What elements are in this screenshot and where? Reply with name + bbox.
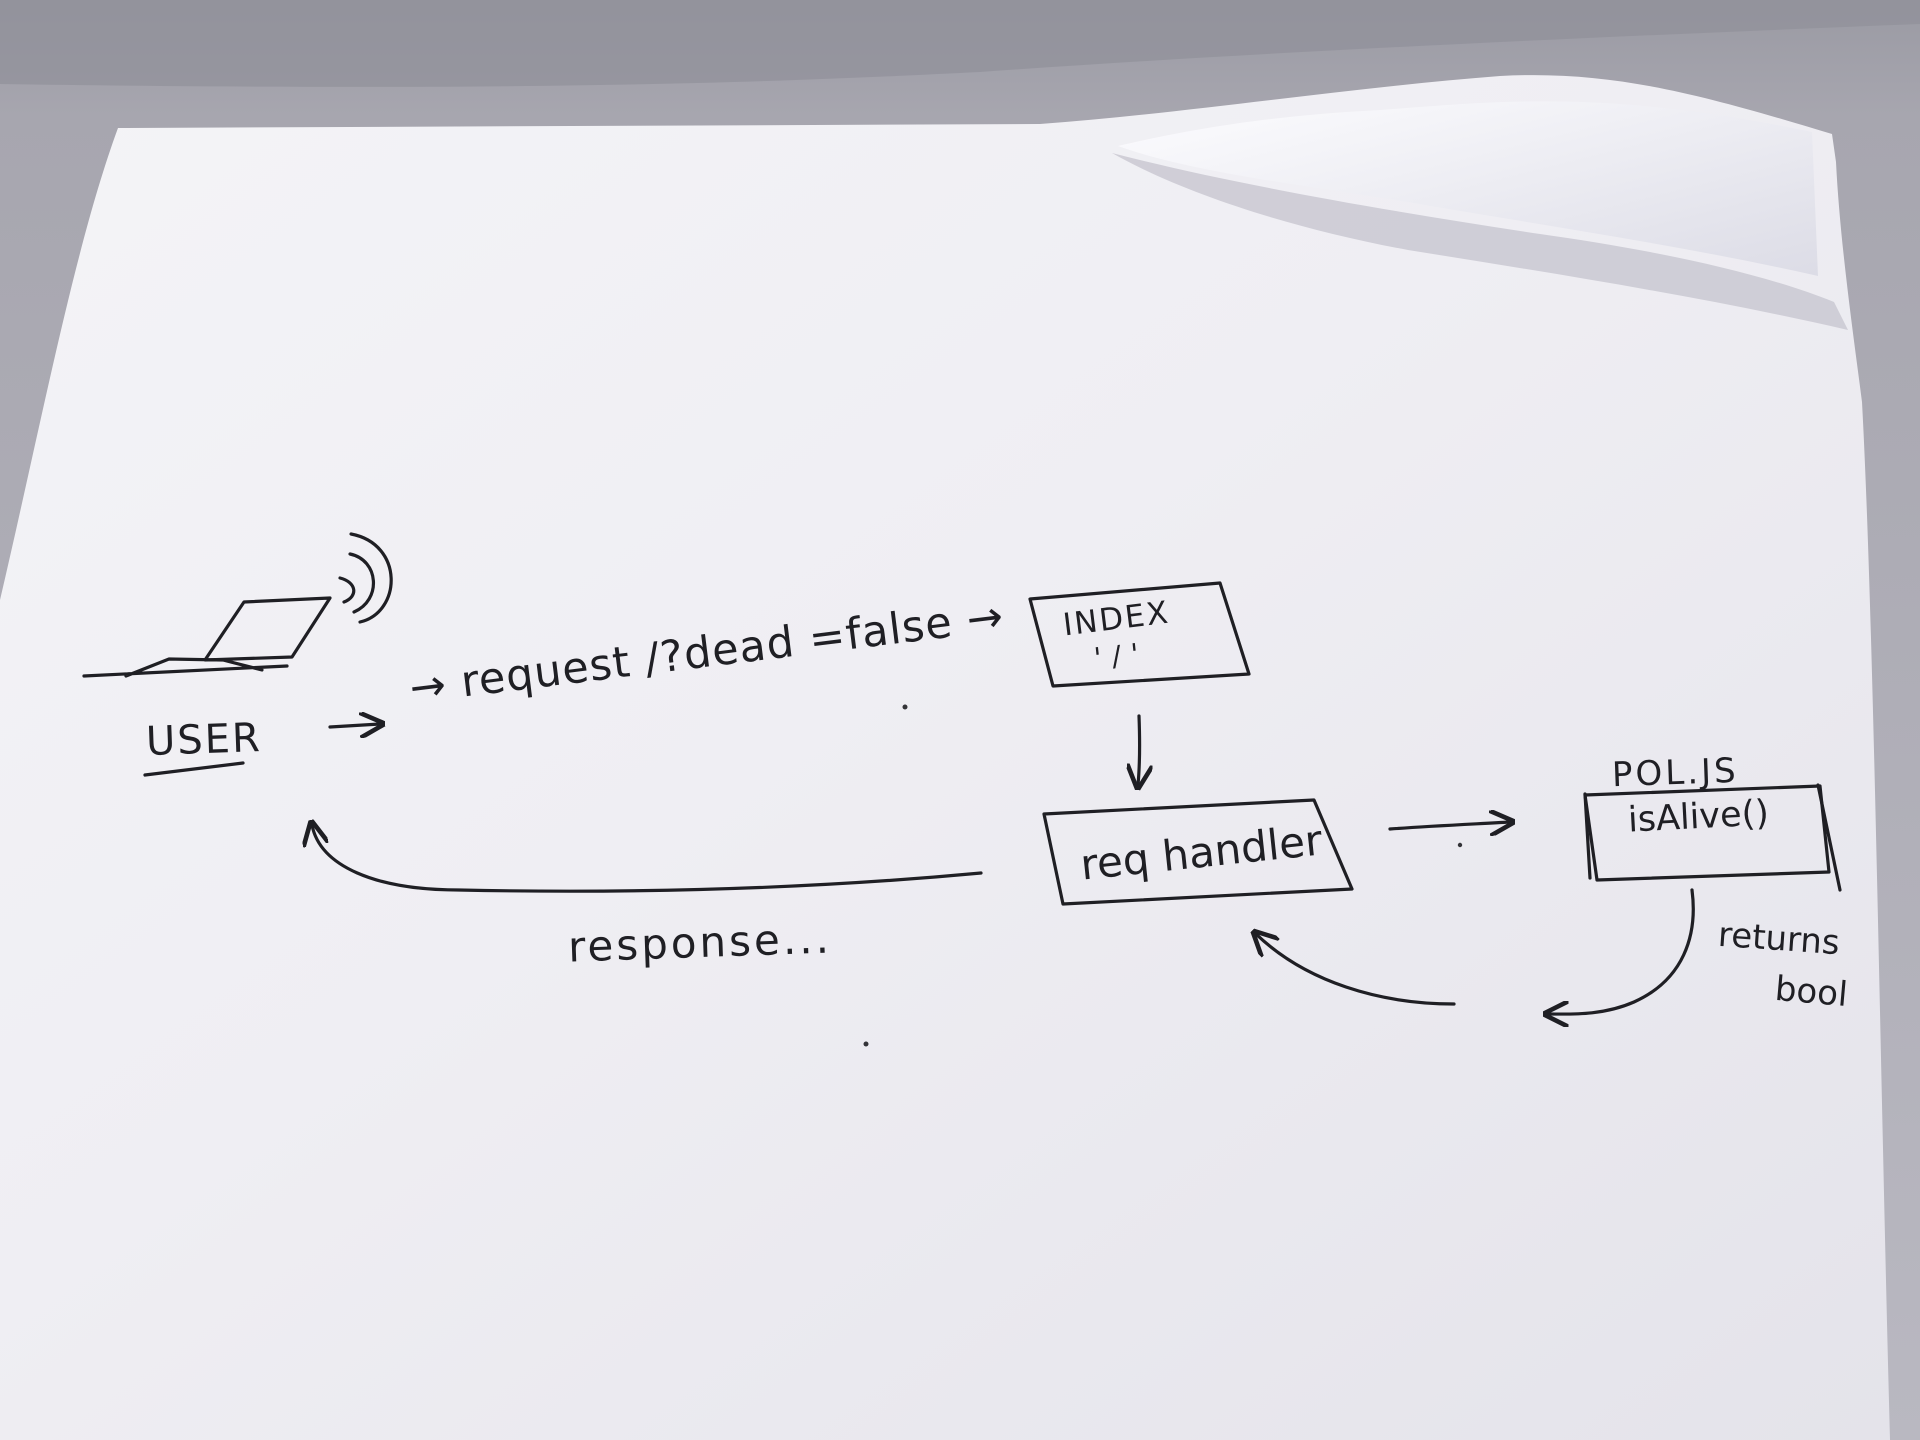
bool-label: bool xyxy=(1773,968,1850,1016)
pol-box-border-extra xyxy=(1583,783,1842,892)
returns-label: returns xyxy=(1716,914,1841,964)
request-handler-box xyxy=(1042,798,1354,906)
fold-shadow xyxy=(1112,153,1848,330)
pol-js-label: POL.JS xyxy=(1611,750,1740,796)
index-to-handler-arrow xyxy=(1138,714,1140,785)
table-edge xyxy=(0,0,1920,87)
folded-corner xyxy=(1118,101,1818,276)
response-arrow xyxy=(312,825,983,893)
response-label: response... xyxy=(567,913,833,972)
user-label: USER xyxy=(145,714,263,766)
paper-sheet xyxy=(0,75,1890,1440)
return-arrow-to-handler xyxy=(1256,934,1456,1006)
handler-to-pol-arrow xyxy=(1388,822,1510,829)
pol-js-box xyxy=(1583,784,1831,882)
index-path-label: '/' xyxy=(1092,636,1151,675)
user-to-request-arrow xyxy=(328,724,380,727)
return-arrow-from-pol xyxy=(1548,888,1695,1014)
is-alive-label: isAlive() xyxy=(1627,793,1770,841)
user-underline xyxy=(143,761,245,777)
index-box xyxy=(1028,581,1251,688)
wifi-signal-icon xyxy=(338,532,393,624)
laptop-icon xyxy=(82,596,332,678)
